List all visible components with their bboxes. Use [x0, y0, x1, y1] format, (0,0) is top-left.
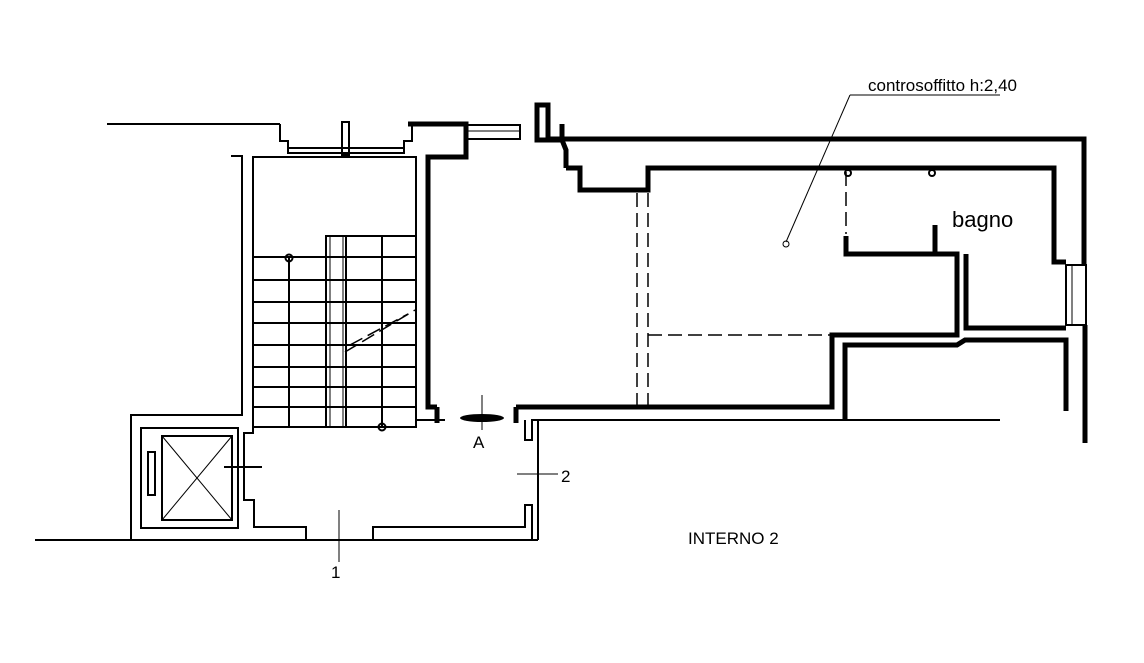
pillar-marker — [844, 169, 852, 177]
section-marker-1: 1 — [331, 510, 340, 582]
dashed-lines — [636, 172, 847, 405]
stair-end-marker — [377, 422, 387, 432]
section-1-label: 1 — [331, 563, 340, 582]
section-2-label: 2 — [561, 467, 570, 486]
entrance-door-a — [434, 395, 519, 430]
section-marker-2: 2 — [517, 467, 570, 486]
ceiling-note-label: controsoffitto h:2,40 — [868, 76, 1017, 95]
elevator — [140, 427, 262, 529]
door-a-label: A — [473, 433, 485, 452]
bathroom-label: bagno — [952, 207, 1013, 232]
ceiling-annotation: controsoffitto h:2,40 — [782, 76, 1017, 248]
pillar-marker — [928, 169, 936, 177]
stairwell-walls — [35, 121, 1000, 541]
staircase — [254, 235, 416, 432]
unit-label: INTERNO 2 — [688, 529, 779, 548]
stair-start-marker — [284, 253, 294, 263]
apartment-walls — [408, 102, 1088, 443]
